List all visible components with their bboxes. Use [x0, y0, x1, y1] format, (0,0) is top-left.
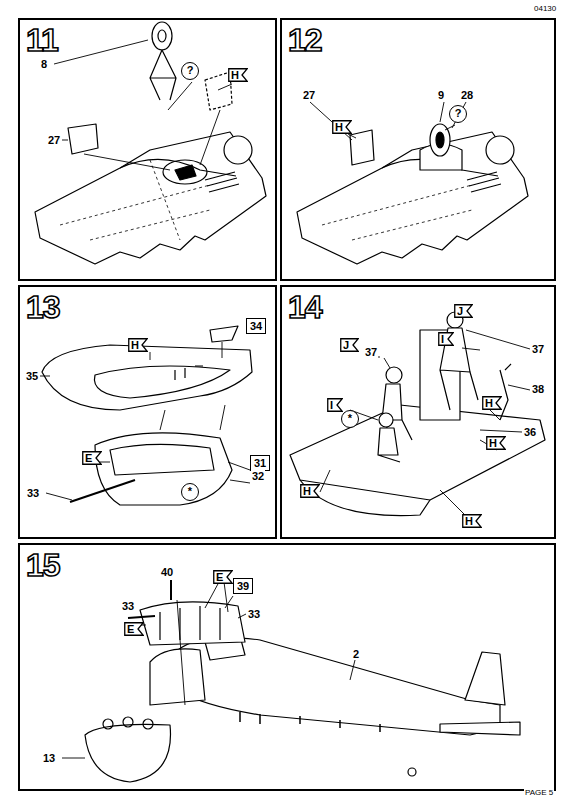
callout-number: 33 [26, 487, 40, 499]
step-panel: 11? H [18, 18, 277, 281]
color-code-tag: H [332, 120, 352, 134]
callout-number: 38 [531, 383, 545, 395]
callout-number: 13 [42, 752, 56, 764]
color-code-tag: I [327, 398, 343, 412]
tag-outline [455, 305, 473, 318]
step-number: 12 [288, 22, 322, 59]
tag-outline [327, 398, 343, 412]
tag-outline [341, 339, 359, 352]
color-code-tag: J [454, 304, 473, 318]
page-marking: PAGE 5 [524, 788, 554, 797]
callout-text: H [231, 69, 239, 81]
symbol-circle: * [341, 410, 359, 428]
symbol-circle: ? [181, 62, 199, 80]
callout-number: 37 [531, 343, 545, 355]
callout-text: * [342, 411, 358, 426]
tag-outline [487, 437, 506, 450]
color-code-tag: H [228, 68, 248, 82]
symbol-circle: * [181, 483, 199, 501]
callout-text: 31 [254, 457, 266, 469]
tag-outline [125, 623, 144, 636]
callout-text: I [441, 333, 445, 345]
callout-number: 28 [460, 89, 474, 101]
part-number-box: 39 [233, 578, 253, 594]
callout-number: 36 [523, 426, 537, 438]
tag-outline [438, 332, 454, 346]
callout-text: E [127, 623, 135, 635]
callout-text: E [216, 571, 224, 583]
color-code-tag: H [486, 436, 506, 450]
step-number: 11 [26, 22, 58, 59]
part-number-box: 31 [250, 455, 270, 471]
callout-number: 9 [437, 89, 445, 101]
tag-outline [83, 452, 102, 465]
callout-number: 2 [352, 648, 360, 660]
callout-number: 37 [364, 346, 378, 358]
color-code-tag: H [300, 484, 320, 498]
callout-text: H [335, 121, 343, 133]
callout-text: H [131, 339, 139, 351]
callout-text: H [489, 437, 497, 449]
color-code-tag: H [482, 396, 502, 410]
tag-outline [328, 399, 343, 412]
color-code-tag: I [438, 332, 454, 346]
tag-outline [483, 397, 502, 410]
callout-text: I [330, 399, 334, 411]
callout-text: ? [450, 106, 466, 121]
callout-number: 32 [251, 470, 265, 482]
tag-outline [439, 333, 454, 346]
tag-outline [340, 338, 359, 352]
callout-text: H [465, 515, 473, 527]
callout-text: ? [182, 63, 198, 78]
callout-text: J [343, 339, 350, 351]
callout-text: * [182, 484, 198, 499]
color-code-tag: H [128, 338, 148, 352]
color-code-tag: J [340, 338, 359, 352]
tag-outline [463, 515, 482, 528]
callout-text: 34 [250, 320, 262, 332]
color-code-tag: H [462, 514, 482, 528]
callout-number: 27 [47, 134, 61, 146]
callout-text: J [457, 305, 464, 317]
color-code-tag: E [82, 451, 102, 465]
callout-text: E [85, 452, 93, 464]
tag-outline [214, 571, 233, 584]
color-code-tag: E [213, 570, 233, 584]
tag-outline [229, 69, 248, 82]
callout-number: 33 [247, 608, 261, 620]
callout-number: 8 [40, 58, 48, 70]
step-number: 13 [26, 289, 60, 326]
callout-number: 27 [302, 89, 316, 101]
step-panel: 13H 34E 31 * [18, 285, 277, 539]
step-number: 15 [26, 547, 60, 584]
step-number: 14 [288, 289, 322, 326]
callout-number: 33 [121, 600, 135, 612]
callout-number: 40 [160, 566, 174, 578]
part-number-box: 34 [246, 318, 266, 334]
color-code-tag: E [124, 622, 144, 636]
callout-text: H [303, 485, 311, 497]
tag-outline [454, 304, 473, 318]
page-marking: 04130 [533, 4, 557, 13]
callout-text: 39 [237, 580, 249, 592]
tag-outline [129, 339, 148, 352]
symbol-circle: ? [449, 105, 467, 123]
step-panel: 12H? [280, 18, 556, 281]
tag-outline [333, 121, 352, 134]
callout-text: H [485, 397, 493, 409]
callout-number: 35 [25, 370, 39, 382]
step-panel: 14J*IJIHHHH [280, 285, 556, 539]
tag-outline [301, 485, 320, 498]
step-panel: 15E39E [18, 543, 556, 791]
